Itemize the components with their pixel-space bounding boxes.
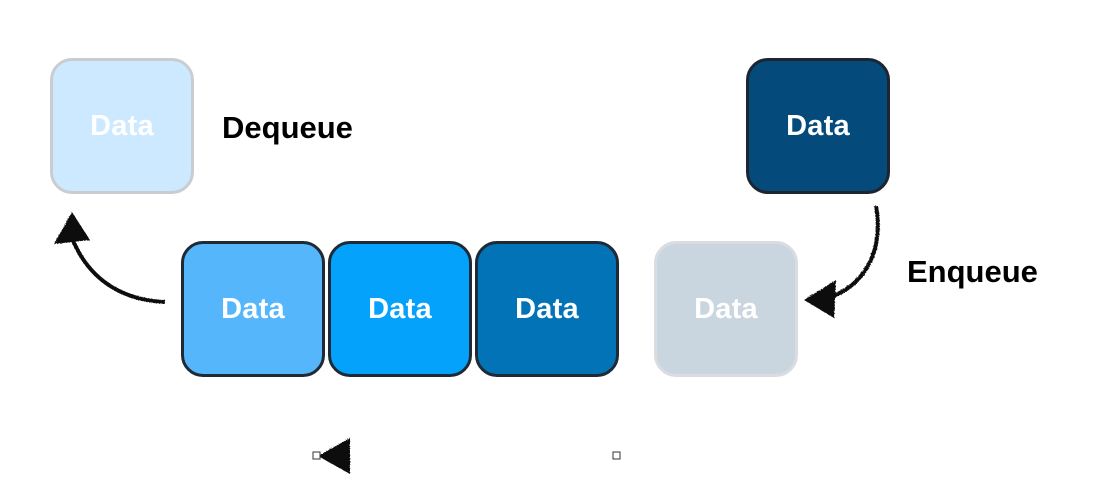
queue-item-2: Data xyxy=(328,241,472,377)
dequeue-arrow xyxy=(70,237,166,304)
enqueue-label: Enqueue xyxy=(907,254,1038,289)
enqueue-arrow xyxy=(827,205,880,300)
direction-arrow-handle-left xyxy=(312,451,321,460)
queue-item-1-label: Data xyxy=(221,292,285,325)
queue-item-3-label: Data xyxy=(515,292,579,325)
incoming-data-box: Data xyxy=(746,58,890,194)
direction-arrow-handle-right xyxy=(612,451,621,460)
queue-item-3: Data xyxy=(475,241,619,377)
enqueue-placeholder-label: Data xyxy=(694,292,758,325)
direction-arrowhead xyxy=(318,438,350,474)
enqueue-arrowhead xyxy=(804,280,836,318)
incoming-data-label: Data xyxy=(786,109,850,142)
queue-item-1: Data xyxy=(181,241,325,377)
enqueue-placeholder-box: Data xyxy=(654,241,798,377)
queue-item-2-label: Data xyxy=(368,292,432,325)
dequeue-arrowhead xyxy=(54,212,90,244)
dequeue-label: Dequeue xyxy=(222,110,353,145)
dequeued-data-box: Data xyxy=(50,58,194,194)
dequeued-data-label: Data xyxy=(90,109,154,142)
